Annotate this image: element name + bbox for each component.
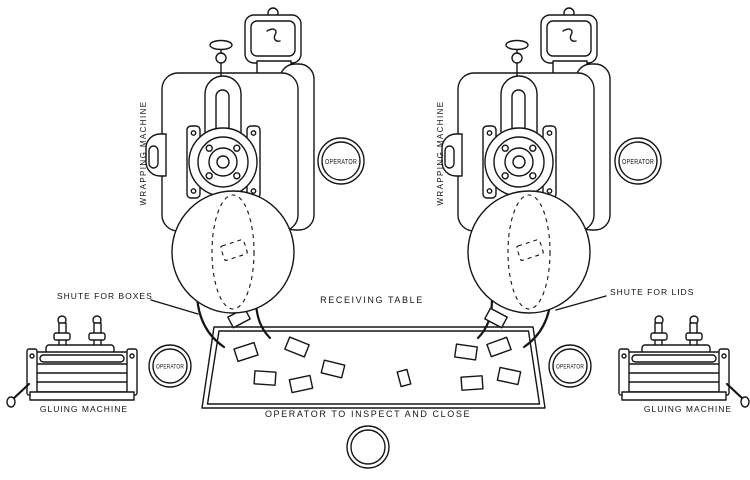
boxes-on-table: [233, 336, 522, 394]
operator-gluing-left: OPERATOR: [148, 344, 192, 388]
gluing-machine-right: [617, 314, 750, 409]
wrapping-machine-left-label: WRAPPING MACHINE: [139, 100, 148, 205]
gluing-machine-right-label: GLUING MACHINE: [644, 404, 732, 414]
gluing-machine-left-label: GLUING MACHINE: [40, 404, 128, 414]
operator-wrapping-right: OPERATOR: [614, 137, 662, 185]
operator-label: OPERATOR: [156, 364, 184, 371]
leader-line-lids: [555, 295, 607, 311]
operator-gluing-right: OPERATOR: [548, 344, 592, 388]
operator-inspect-position: [346, 425, 390, 469]
operator-label: OPERATOR: [556, 364, 584, 371]
receiving-table-label: RECEIVING TABLE: [320, 295, 424, 305]
operator-inspect-label: OPERATOR TO INSPECT AND CLOSE: [265, 409, 471, 419]
receiving-table: [201, 326, 546, 409]
leader-line-boxes: [150, 299, 199, 315]
shute-for-boxes-label: SHUTE FOR BOXES: [57, 291, 153, 301]
operator-label: OPERATOR: [325, 159, 357, 166]
wrapping-machine-left: [145, 7, 315, 314]
operator-label: OPERATOR: [622, 159, 654, 166]
gluing-machine-left: [5, 314, 139, 409]
operator-wrapping-left: OPERATOR: [317, 137, 365, 185]
wrapping-machine-right: [441, 7, 611, 314]
shute-for-lids-label: SHUTE FOR LIDS: [610, 287, 694, 297]
wrapping-machine-right-label: WRAPPING MACHINE: [436, 100, 445, 205]
